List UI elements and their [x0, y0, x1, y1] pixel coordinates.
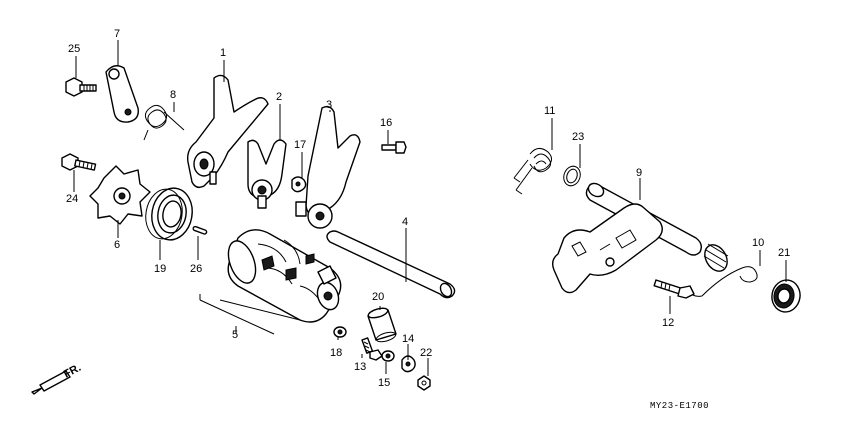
callout-3: 3 [326, 99, 332, 111]
part-15-washer [381, 350, 395, 362]
callout-15: 15 [378, 377, 390, 389]
callout-20: 20 [372, 291, 384, 303]
part-20-collar [367, 307, 397, 343]
part-6-stopper-plate [89, 165, 151, 225]
callout-14: 14 [402, 333, 414, 345]
callout-4: 4 [402, 216, 408, 228]
part-24-bolt [61, 153, 97, 171]
part-11-spring [513, 148, 552, 195]
part-17-clip [291, 176, 307, 193]
part-5-shift-drum [227, 229, 342, 323]
part-26-dowel-pin [192, 225, 208, 235]
callout-5: 5 [232, 329, 238, 341]
callout-19: 19 [154, 263, 166, 275]
part-16-small-bolt [381, 141, 407, 154]
part-1-shift-fork [186, 74, 269, 189]
callout-13: 13 [354, 361, 366, 373]
part-2-shift-fork [247, 139, 287, 209]
part-8-spring [143, 104, 185, 141]
callout-1: 1 [220, 47, 226, 59]
callout-7: 7 [114, 28, 120, 40]
part-22-nut [417, 375, 431, 391]
leader-lines [73, 40, 787, 376]
callout-17: 17 [294, 139, 306, 151]
callout-labels: 25 7 8 1 2 3 16 17 4 24 6 19 26 5 20 18 … [66, 28, 790, 389]
callout-23: 23 [572, 131, 584, 143]
front-direction-indicator: FR. [31, 362, 83, 395]
callout-26: 26 [190, 263, 202, 275]
part-9-gearshift-spindle [551, 182, 729, 294]
callout-25: 25 [68, 43, 80, 55]
part-23-circlip [563, 165, 581, 187]
part-21-oil-seal [771, 279, 801, 313]
part-12-stud-pin [653, 279, 695, 299]
callout-12: 12 [662, 317, 674, 329]
part-14-clip [401, 355, 416, 373]
part-18-washer [333, 326, 347, 338]
part-3-shift-fork [295, 105, 361, 229]
callout-22: 22 [420, 347, 432, 359]
part-19-bearing [145, 187, 193, 241]
part-4-fork-shaft [326, 230, 456, 299]
callout-11: 11 [544, 105, 555, 117]
figure-code: MY23-E1700 [650, 401, 709, 411]
callout-21: 21 [778, 247, 790, 259]
part-25-bolt [65, 77, 97, 97]
callout-10: 10 [752, 237, 764, 249]
front-arrow-icon [31, 370, 71, 395]
part-7-stopper-arm [105, 65, 139, 123]
callout-9: 9 [636, 167, 642, 179]
part-13-pin-bolt [361, 337, 383, 361]
callout-16: 16 [380, 117, 392, 129]
callout-18: 18 [330, 347, 342, 359]
front-label: FR. [62, 362, 83, 381]
callout-2: 2 [276, 91, 282, 103]
callout-24: 24 [66, 193, 78, 205]
callout-8: 8 [170, 89, 176, 101]
callout-6: 6 [114, 239, 120, 251]
